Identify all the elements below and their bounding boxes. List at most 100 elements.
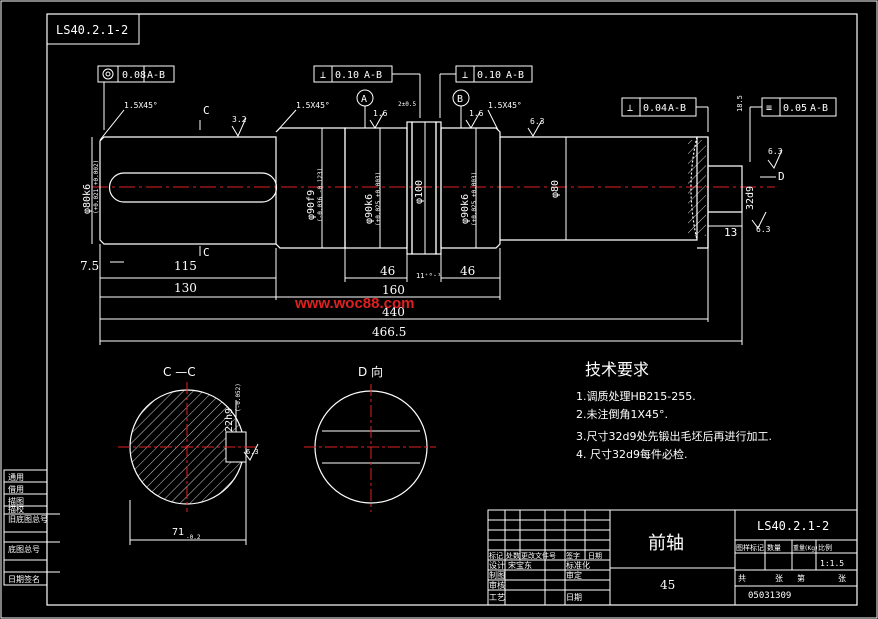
chamfer-mid-leader bbox=[277, 109, 297, 131]
perp-flange-datum: A-B bbox=[668, 103, 686, 114]
dia-90k6-left-tol: (+0.025 +0.003) bbox=[375, 172, 382, 226]
roughness-symbols bbox=[231, 111, 783, 229]
cc-key-width: 22h9 bbox=[224, 408, 235, 432]
tb-review: 审核 bbox=[489, 580, 505, 590]
tb-sheet-4: 张 bbox=[838, 574, 846, 583]
tb-rh-1: 图样标记 bbox=[736, 543, 764, 552]
perp-right-datum: A-B bbox=[506, 70, 524, 81]
tb-hdr-3: 更改文件号 bbox=[521, 551, 556, 560]
concentricity-datum: A-B bbox=[147, 70, 165, 81]
dim-small-r: 2±0.5 bbox=[398, 101, 416, 108]
dia-80: φ80 bbox=[550, 180, 561, 198]
tb-rh-4: 比例 bbox=[818, 543, 832, 552]
dia-90k6-right-tol: (+0.025 +0.003) bbox=[471, 172, 478, 226]
perp-flange-value: 0.04 bbox=[643, 103, 667, 114]
tb-process: 工艺 bbox=[489, 593, 505, 602]
tb-hdr-2: 处数 bbox=[506, 551, 520, 560]
length-dimension-lines bbox=[99, 212, 743, 345]
cc-roughness: 6.3 bbox=[246, 448, 259, 456]
dim-440: 440 bbox=[382, 305, 405, 319]
roughness-3: 1.6 bbox=[469, 109, 484, 118]
tolerance-frames bbox=[97, 65, 837, 162]
part-name: 前轴 bbox=[648, 533, 684, 554]
dim-18-5: 18.5 bbox=[736, 95, 744, 112]
tech-item-2: 2.未注倒角1X45°. bbox=[576, 407, 668, 421]
tb-date: 日期 bbox=[566, 593, 582, 602]
part-material: 45 bbox=[660, 578, 675, 592]
datum-b: B bbox=[457, 94, 463, 105]
tb-drawing: 制图 bbox=[489, 570, 505, 580]
dim-46-left: 46 bbox=[380, 264, 395, 278]
dim-466-5: 466.5 bbox=[372, 325, 406, 339]
dim-130: 130 bbox=[174, 281, 197, 295]
dia-90k6-left: φ90k6 bbox=[364, 194, 375, 224]
tb-sheet-1: 共 bbox=[738, 574, 746, 583]
chamfer-right-leader bbox=[487, 109, 499, 131]
tb-hdr-5: 日期 bbox=[588, 552, 602, 560]
dim-32d9: 32d9 bbox=[745, 186, 756, 210]
chamfer-mid: 1.5X45° bbox=[296, 101, 330, 110]
title-block-grid bbox=[487, 509, 858, 606]
dia-90f9: φ90f9 bbox=[306, 190, 317, 220]
symmetry-datum: A-B bbox=[810, 103, 828, 114]
drawing-number-box bbox=[46, 13, 140, 45]
tb-design: 设计 bbox=[489, 560, 505, 570]
flange-hatch bbox=[688, 140, 706, 236]
tb-number: LS40.2.1-2 bbox=[757, 519, 829, 533]
dim-160: 160 bbox=[382, 283, 405, 297]
tb-sheet-3: 第 bbox=[797, 573, 805, 583]
dim-13: 13 bbox=[724, 226, 737, 239]
sidebar-6: 底图总号 bbox=[8, 544, 40, 554]
perp-right-value: 0.10 bbox=[477, 70, 501, 81]
tb-designer: 宋宝东 bbox=[508, 560, 532, 570]
symmetry-symbol: ≡ bbox=[766, 103, 772, 114]
symmetry-value: 0.05 bbox=[783, 103, 807, 114]
tech-item-4: 4. 尺寸32d9每件必检. bbox=[576, 447, 687, 461]
chamfer-left: 1.5X45° bbox=[124, 101, 158, 110]
tb-scale: 1:1.5 bbox=[820, 559, 844, 568]
dia-100: φ100 bbox=[414, 180, 425, 204]
tb-drawing-no: 05031309 bbox=[748, 591, 791, 601]
sidebar-2: 借用 bbox=[8, 484, 24, 494]
sidebar-3: 描图 bbox=[8, 496, 24, 506]
dia-90f9-tol: (-0.036 -0.123) bbox=[317, 168, 324, 222]
tb-standard: 标准化 bbox=[566, 560, 590, 570]
tb-approve: 审定 bbox=[566, 570, 582, 580]
datum-markers bbox=[356, 89, 470, 128]
drawing-number: LS40.2.1-2 bbox=[56, 23, 128, 37]
roughness-4: 6.3 bbox=[530, 117, 545, 126]
view-d bbox=[304, 384, 436, 512]
cc-depth: 71 bbox=[172, 527, 184, 538]
sidebar-5: 旧底图总号 bbox=[8, 514, 48, 524]
watermark: www.woc88.com bbox=[294, 295, 414, 312]
roughness-5: 6.3 bbox=[768, 147, 783, 156]
sidebar-7: 日期签名 bbox=[8, 574, 40, 584]
dim-46-right: 46 bbox=[460, 264, 475, 278]
perp-left-datum: A-B bbox=[364, 70, 382, 81]
perp-left-symbol: ⊥ bbox=[320, 70, 326, 81]
dim-gap: 11⁺⁰·¹ bbox=[416, 272, 441, 280]
perp-flange-symbol: ⊥ bbox=[627, 103, 633, 114]
sidebar-table bbox=[3, 469, 60, 586]
perp-left-value: 0.10 bbox=[335, 70, 359, 81]
datum-a: A bbox=[361, 94, 367, 105]
tb-rh-3: 重量(Kg) bbox=[793, 544, 817, 552]
cc-key-tol: (-0.052) bbox=[235, 383, 242, 412]
tech-title: 技术要求 bbox=[585, 360, 649, 379]
chamfer-right: 1.5X45° bbox=[488, 101, 522, 110]
dim-7-5: 7.5 bbox=[80, 259, 99, 273]
roughness-6: 6.3 bbox=[756, 225, 771, 234]
tb-rh-2: 数量 bbox=[767, 543, 781, 552]
tech-item-1: 1.调质处理HB215-255. bbox=[576, 390, 696, 403]
sidebar-4: 描校 bbox=[8, 504, 24, 514]
tb-sheet-2: 张 bbox=[775, 574, 783, 583]
view-d-title: D 向 bbox=[358, 364, 383, 379]
dim-115: 115 bbox=[174, 259, 197, 273]
sidebar-1: 通用 bbox=[8, 472, 24, 482]
dia-80k6-tol: (+0.021 +0.002) bbox=[93, 160, 100, 214]
section-cc-title: C —C bbox=[163, 365, 196, 379]
section-cc-view bbox=[118, 382, 259, 545]
view-label-d: D bbox=[778, 170, 785, 183]
roughness-2: 1.6 bbox=[373, 109, 388, 118]
